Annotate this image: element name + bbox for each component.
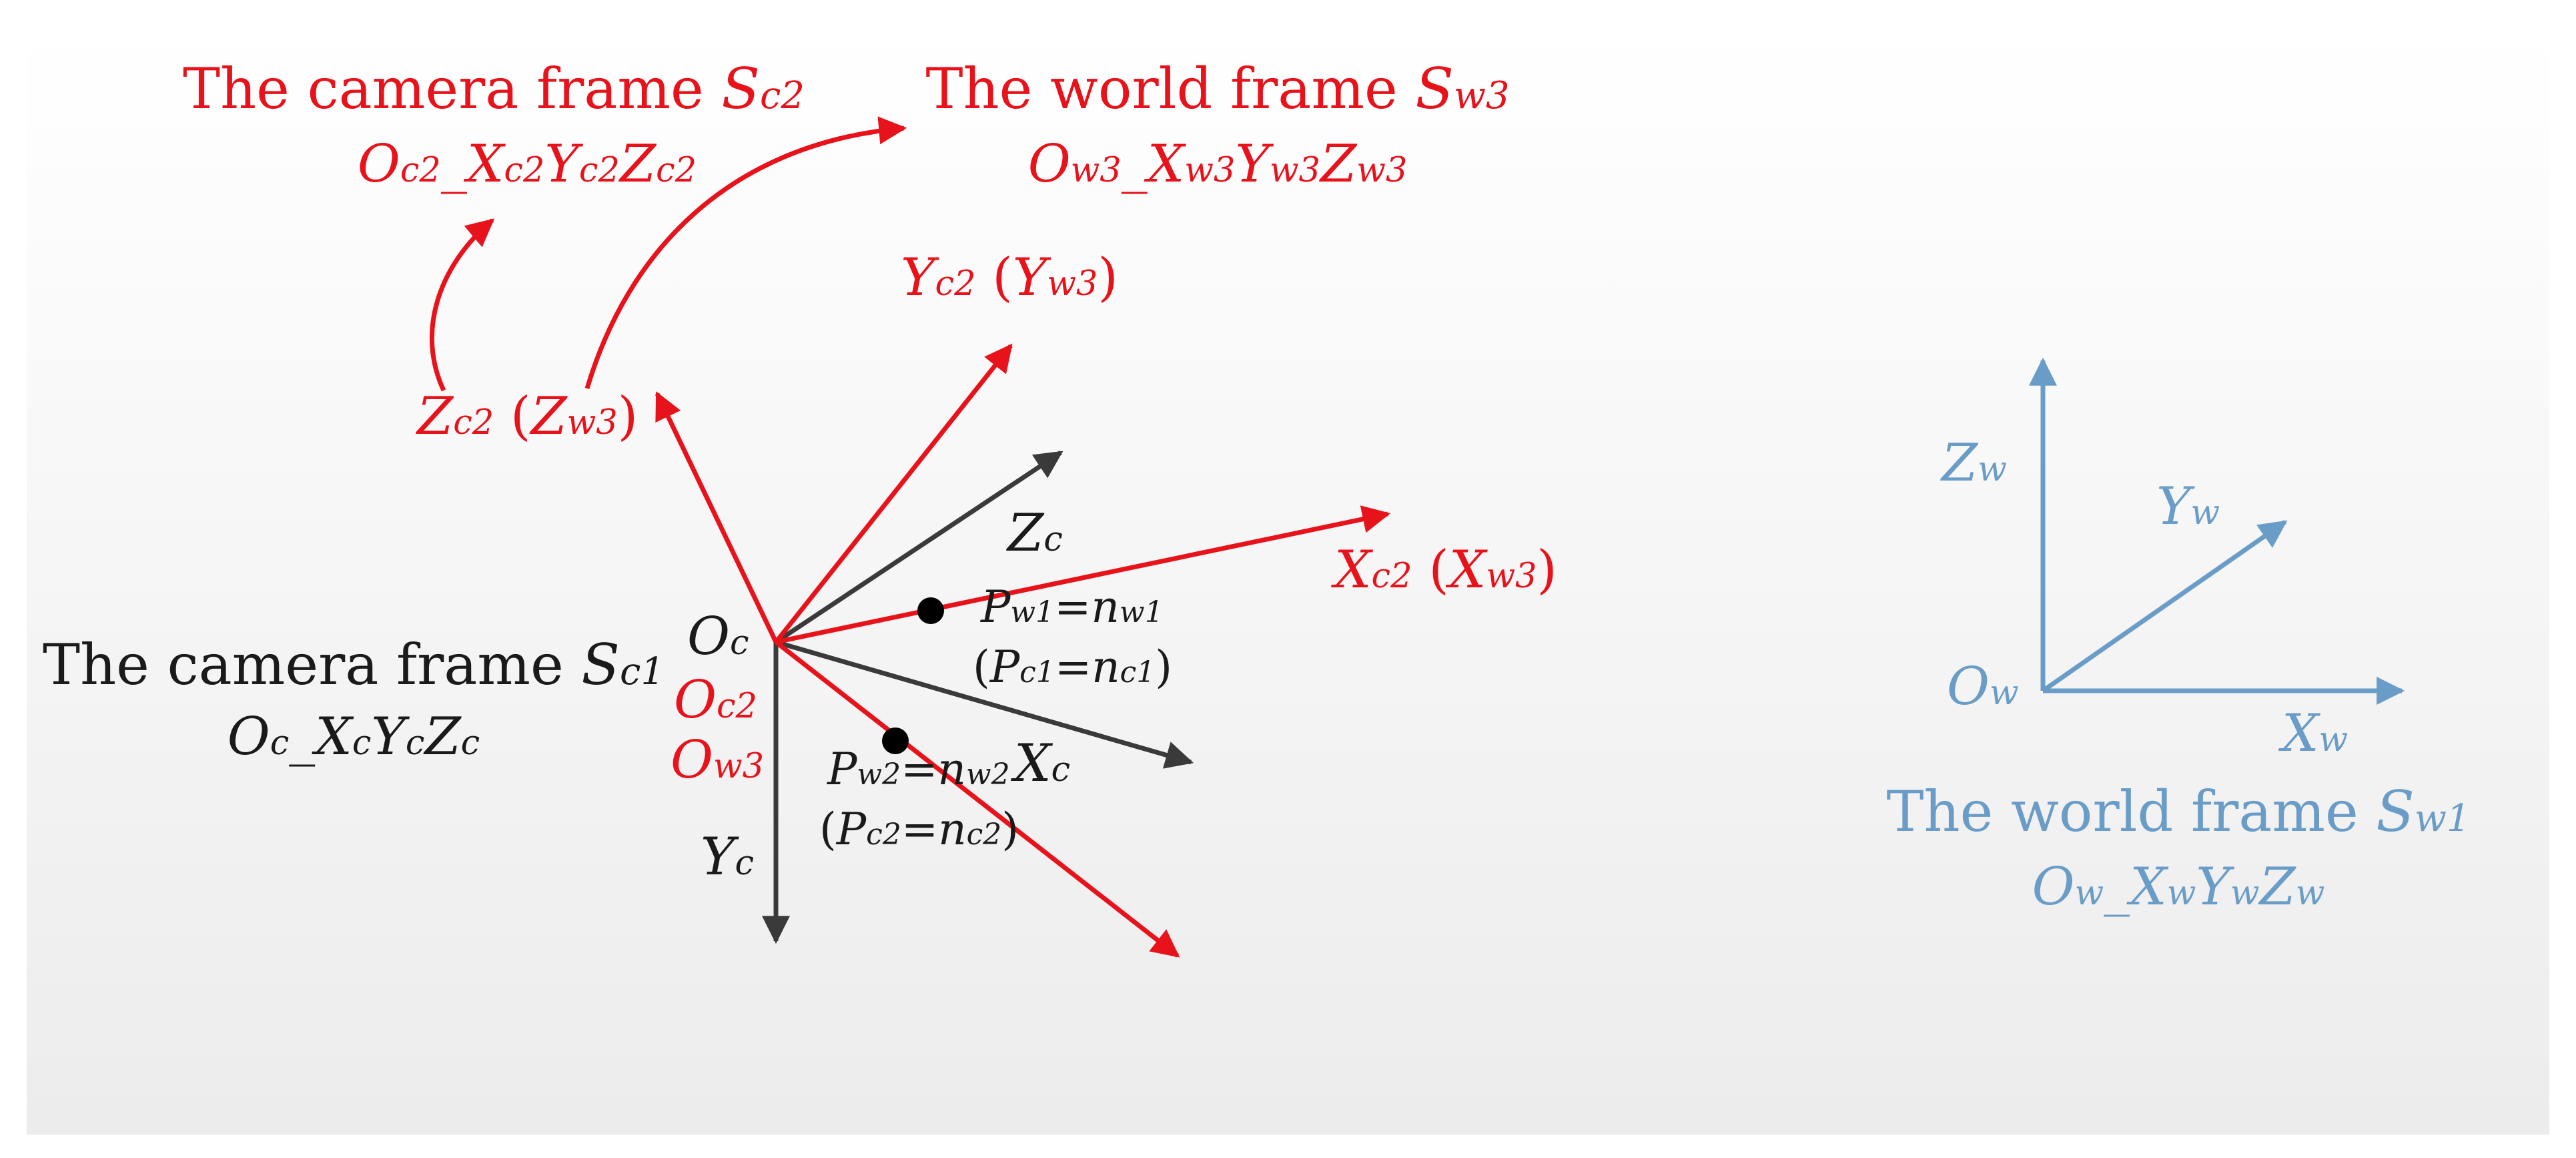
xc2-axis-label: Xc2 (Xw3) — [1330, 540, 1557, 600]
background-panel — [27, 30, 2549, 1135]
camera-frame-c2-title: The camera frame Sc2 — [183, 56, 805, 121]
point-pw2-label: Pw2=nw2 — [827, 744, 1010, 795]
world-frame-w1-axes — [2029, 357, 2405, 705]
zc2-axis — [655, 391, 779, 643]
yw-axis-label: Yw — [2156, 477, 2220, 537]
xc-axis-label: Xc — [1010, 734, 1070, 794]
world-frame-w3-title: The world frame Sw3 — [925, 56, 1509, 121]
point-pc2-label: (Pc2=nc2) — [819, 804, 1019, 855]
rotation-arrow-to-camera-c2 — [430, 218, 495, 392]
origin-ow3-label: Ow3 — [671, 730, 764, 790]
xc-axis — [775, 639, 1194, 769]
xc2-axis — [775, 505, 1391, 645]
ow-origin-label: Ow — [1947, 657, 2019, 717]
xw-axis-label: Xw — [2278, 703, 2348, 764]
origin-oc-label: Oc — [687, 607, 749, 667]
world-frame-w3-axes-label: Ow3_Xw3Yw3Zw3 — [1028, 134, 1408, 194]
point-pc1-label: (Pc1=nc1) — [973, 641, 1172, 693]
rotation-arrow-to-world-w3 — [584, 116, 907, 389]
origin-oc2-label: Oc2 — [674, 670, 757, 730]
camera-frame-c2-axes-label: Oc2_Xc2Yc2Zc2 — [358, 134, 697, 194]
yw-axis — [2041, 520, 2288, 693]
yc2-axis-label: Yc2 (Yw3) — [901, 248, 1118, 308]
point-pw1-label: Pw1=nw1 — [980, 581, 1164, 633]
camera-frame-c1-axes-label: Oc_XcYcZc — [228, 707, 480, 767]
yc2-axis — [774, 343, 1013, 644]
zc2-axis-label: Zc2 (Zw3) — [415, 386, 638, 447]
yc-axis-label: Yc — [701, 827, 754, 887]
point-pw1 — [917, 597, 944, 624]
point-ray — [774, 640, 1180, 958]
zw-axis-label: Zw — [1940, 433, 2007, 493]
camera-frame-c1-title: The camera frame Sc1 — [43, 632, 665, 697]
camera-frame-c1-axes — [762, 451, 1194, 944]
zc-axis-label: Zc — [1005, 503, 1063, 563]
world-frame-w1-axes-label: Ow_XwYwZw — [2032, 857, 2325, 917]
world-frame-w1-title: The world frame Sw1 — [1886, 779, 2470, 844]
point-pw2 — [882, 728, 909, 754]
camera-frame-c2-axes — [655, 343, 1391, 958]
zc-axis — [775, 451, 1063, 644]
